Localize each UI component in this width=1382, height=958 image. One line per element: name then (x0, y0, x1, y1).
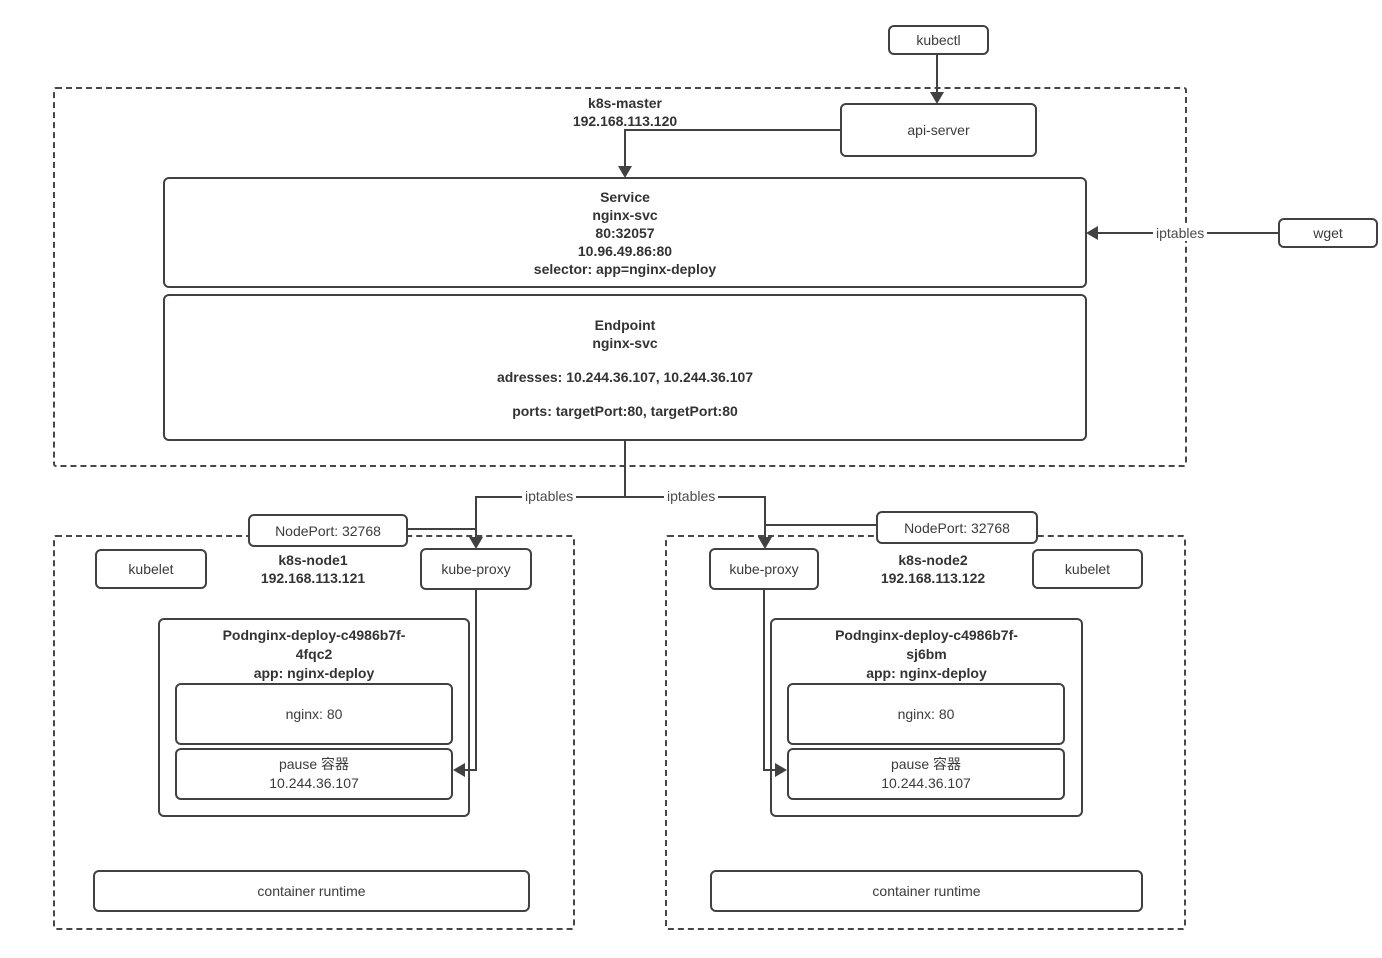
nodeport2-label: NodePort: 32768 (904, 519, 1010, 536)
endpoint-ports: ports: targetPort:80, targetPort:80 (512, 402, 738, 419)
node1-container-runtime-box: container runtime (93, 870, 530, 912)
node2-pause-label: pause 容器 (890, 756, 962, 772)
node2-nginx-label: nginx: 80 (897, 706, 955, 722)
node1-kube-proxy-label: kube-proxy (441, 561, 511, 577)
split-right-arrowhead (758, 537, 772, 549)
k8s-master-boundary (53, 87, 1187, 467)
node1-nginx-container-box: nginx: 80 (175, 683, 453, 745)
apiserver-to-service-arrowhead (618, 166, 632, 178)
node2-kubelet-label: kubelet (1064, 561, 1111, 577)
node1-pause-label: pause 容器 (278, 756, 350, 772)
kubeproxy2-to-pause-hline (763, 769, 776, 771)
node1-kubelet-box: kubelet (95, 549, 207, 589)
node2-pod-title-line1: Podnginx-deploy-c4986b7f- (835, 627, 1018, 643)
node2-pause-container-box: pause 容器 10.244.36.107 (787, 748, 1065, 800)
kubectl-box: kubectl (888, 25, 989, 55)
endpoint-title: Endpoint (594, 316, 656, 333)
service-name: nginx-svc (592, 206, 658, 223)
node2-kubelet-box: kubelet (1032, 549, 1143, 589)
wget-to-service-arrowhead (1086, 226, 1098, 240)
split-right-vline (764, 496, 766, 538)
apiserver-to-service-hline (625, 129, 840, 131)
service-title: Service (600, 188, 650, 205)
node1-nginx-label: nginx: 80 (285, 706, 343, 722)
service-ports: 80:32057 (595, 224, 655, 241)
kubeproxy1-to-pause-arrowhead (453, 763, 465, 777)
endpoint-box: Endpoint nginx-svc adresses: 10.244.36.1… (163, 294, 1087, 441)
node2-title-ip: 192.168.113.122 (880, 570, 986, 586)
api-server-box: api-server (840, 103, 1037, 157)
node1-pause-container-box: pause 容器 10.244.36.107 (175, 748, 453, 800)
kubectl-to-apiserver-line (936, 55, 938, 93)
endpoint-down-line (624, 441, 626, 497)
node2-pod-title-line3: app: nginx-deploy (866, 665, 987, 681)
apiserver-to-service-vline (624, 129, 626, 167)
node1-title-ip: 192.168.113.121 (260, 570, 366, 586)
node2-pause-ip: 10.244.36.107 (881, 775, 971, 791)
master-title-name: k8s-master (588, 95, 662, 111)
service-selector: selector: app=nginx-deploy (533, 260, 717, 277)
node2-kube-proxy-box: kube-proxy (709, 548, 819, 590)
nodeport2-connector (765, 524, 876, 526)
endpoint-name: nginx-svc (592, 334, 658, 351)
nodeport1-label: NodePort: 32768 (275, 522, 381, 539)
split-left-vline (475, 496, 477, 538)
node1-title: k8s-node1 192.168.113.121 (228, 551, 398, 587)
node2-nginx-container-box: nginx: 80 (787, 683, 1065, 745)
node1-container-runtime-label: container runtime (257, 883, 366, 899)
split-hline (476, 496, 766, 498)
nodeport1-connector (408, 528, 476, 530)
node2-pod-title-line2: sj6bm (906, 646, 947, 662)
kubeproxy2-to-pause-vline (763, 590, 765, 771)
node1-kubelet-label: kubelet (128, 561, 174, 577)
node2-container-runtime-label: container runtime (872, 883, 981, 899)
service-box: Service nginx-svc 80:32057 10.96.49.86:8… (163, 177, 1087, 288)
node1-pod-title-line1: Podnginx-deploy-c4986b7f- (222, 627, 406, 643)
wget-label: wget (1313, 225, 1343, 241)
kubectl-label: kubectl (916, 32, 961, 48)
node1-pod-title-line3: app: nginx-deploy (253, 665, 375, 681)
node2-container-runtime-box: container runtime (710, 870, 1143, 912)
node2-title-name: k8s-node2 (898, 552, 968, 568)
nodeport2-box: NodePort: 32768 (876, 511, 1038, 544)
master-title-ip: 192.168.113.120 (572, 113, 678, 129)
kubeproxy1-to-pause-vline (475, 590, 477, 771)
kubectl-to-apiserver-arrowhead (930, 92, 944, 104)
split-left-arrowhead (469, 537, 483, 549)
node1-pause-ip: 10.244.36.107 (269, 775, 359, 791)
node1-title-name: k8s-node1 (278, 552, 348, 568)
iptables-right-label: iptables (664, 488, 719, 504)
wget-box: wget (1278, 218, 1378, 248)
api-server-label: api-server (907, 122, 970, 138)
node2-title: k8s-node2 192.168.113.122 (848, 551, 1018, 587)
node2-kube-proxy-label: kube-proxy (729, 561, 799, 577)
nodeport1-box: NodePort: 32768 (248, 514, 408, 547)
kubeproxy1-to-pause-hline (464, 769, 477, 771)
node1-kube-proxy-box: kube-proxy (420, 548, 532, 590)
service-cluster-ip: 10.96.49.86:80 (577, 242, 673, 259)
node1-pod-title-line2: 4fqc2 (295, 646, 333, 662)
node1-pod-title: Podnginx-deploy-c4986b7f- 4fqc2 app: ngi… (168, 626, 460, 683)
iptables-left-label: iptables (522, 488, 577, 504)
master-title: k8s-master 192.168.113.120 (540, 94, 710, 130)
wget-iptables-label: iptables (1153, 225, 1208, 241)
kubeproxy2-to-pause-arrowhead (775, 763, 787, 777)
node2-pod-title: Podnginx-deploy-c4986b7f- sj6bm app: ngi… (780, 626, 1073, 683)
endpoint-addresses: adresses: 10.244.36.107, 10.244.36.107 (496, 368, 754, 385)
